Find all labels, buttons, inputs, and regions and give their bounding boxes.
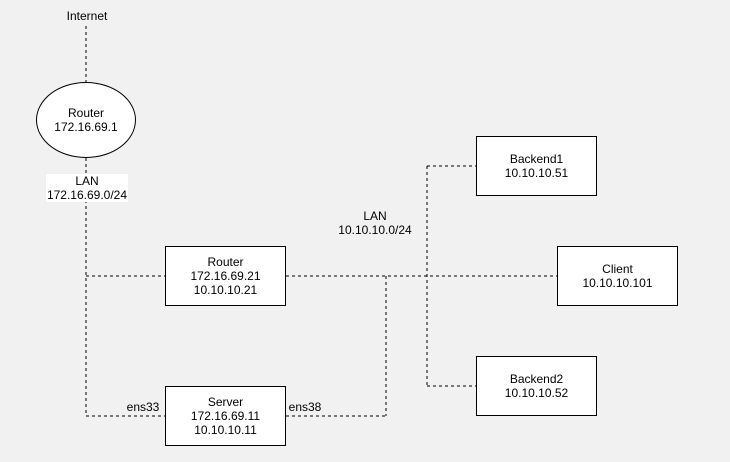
backend1-node: Backend1 10.10.10.51 <box>476 136 597 196</box>
outer-lan-title: LAN <box>75 174 99 188</box>
wan-router-node: Router 172.16.69.1 <box>36 82 136 158</box>
backend2-name: Backend2 <box>509 372 564 386</box>
wan-router-name: Router <box>67 106 105 120</box>
server-node: Server 172.16.69.11 10.10.10.11 <box>165 386 286 446</box>
outer-lan-subnet: 172.16.69.0/24 <box>46 188 128 202</box>
server-ip2: 10.10.10.11 <box>194 423 257 437</box>
inner-lan-label: LAN 10.10.10.0/24 <box>334 209 416 237</box>
client-ip: 10.10.10.101 <box>582 276 653 290</box>
inner-router-ip2: 10.10.10.21 <box>193 283 258 297</box>
client-node: Client 10.10.10.101 <box>557 246 678 306</box>
outer-lan-label: LAN 172.16.69.0/24 <box>46 174 128 202</box>
inner-lan-title: LAN <box>363 209 387 223</box>
backend2-ip: 10.10.10.52 <box>504 386 569 400</box>
backend1-name: Backend1 <box>509 152 564 166</box>
internet-label: Internet <box>66 9 108 23</box>
backend2-node: Backend2 10.10.10.52 <box>476 356 597 416</box>
server-ens38-label: ens38 <box>288 400 322 414</box>
inner-lan-subnet: 10.10.10.0/24 <box>338 223 412 237</box>
inner-router-ip1: 172.16.69.21 <box>190 269 261 283</box>
server-ens33-label: ens33 <box>126 400 160 414</box>
server-ip1: 172.16.69.11 <box>190 409 261 423</box>
inner-router-node: Router 172.16.69.21 10.10.10.21 <box>165 246 286 306</box>
backend1-ip: 10.10.10.51 <box>504 166 569 180</box>
client-name: Client <box>602 262 633 276</box>
wan-router-ip: 172.16.69.1 <box>54 120 118 134</box>
server-name: Server <box>207 395 244 409</box>
inner-router-name: Router <box>207 255 244 269</box>
